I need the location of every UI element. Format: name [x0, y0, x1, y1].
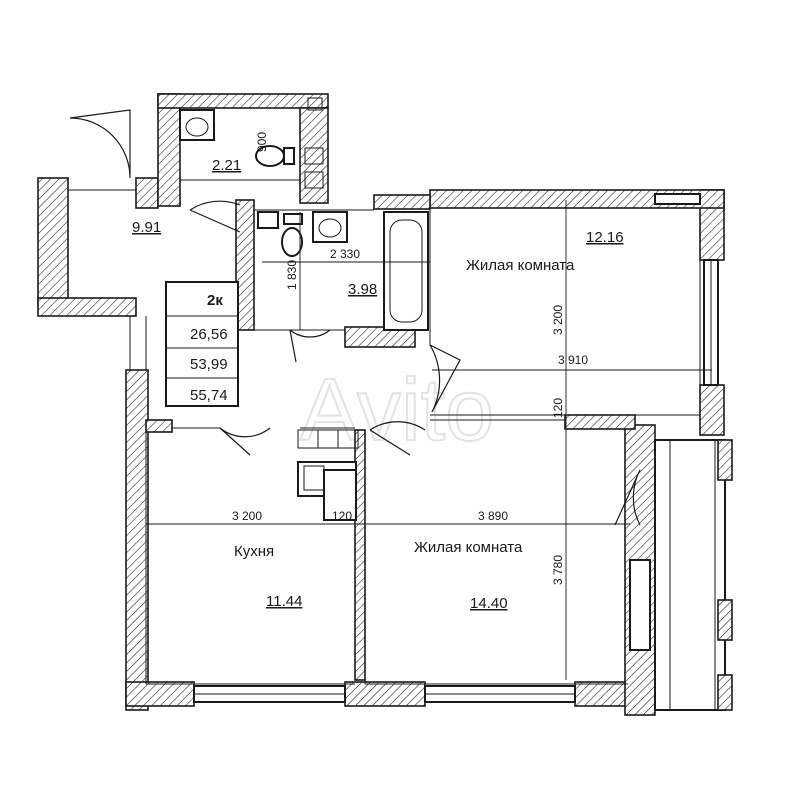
area-with-balcony-value: 55,74 [190, 387, 228, 404]
doors [69, 109, 641, 526]
summary-table: 2к 26,56 53,99 55,74 [165, 281, 239, 407]
watermark-text: Avito [300, 360, 494, 459]
kitchen-area: 11.44 [266, 593, 302, 610]
toilet-icon-bath [281, 227, 303, 257]
bathtub-icon [383, 211, 429, 331]
dim-bedroom-width: 3 910 [558, 353, 588, 367]
balcony-area: 9.91 [132, 219, 161, 236]
dim-partition: 120 [551, 398, 565, 418]
dimension-labels: 2 330 1 830 3 910 3 200 120 3 200 120 3 … [232, 132, 588, 585]
total-area-value: 53,99 [190, 356, 228, 373]
dim-living-width: 3 890 [478, 509, 508, 523]
interior-outlines [67, 179, 701, 685]
dim-living-height: 3 780 [551, 555, 565, 585]
bathroom-area: 3.98 [348, 281, 377, 298]
exterior-walls [37, 93, 733, 716]
room-labels: 9.91 2.21 3.98 Жилая комната 12.16 Кухня… [132, 157, 624, 612]
fixtures [179, 97, 429, 521]
dim-bath-width: 2 330 [330, 247, 360, 261]
apartment-type: 2к [207, 292, 223, 309]
dim-kitchen-width: 3 200 [232, 509, 262, 523]
bedroom-name: Жилая комната [466, 257, 575, 274]
living-area-value: 26,56 [190, 326, 228, 343]
kitchen-name: Кухня [234, 543, 274, 560]
living-name: Жилая комната [414, 539, 523, 556]
wc-area: 2.21 [212, 157, 241, 174]
dim-wc: 900 [255, 132, 269, 152]
dim-bath-height: 1 830 [285, 260, 299, 290]
dimension-lines [146, 200, 712, 680]
bedroom-area: 12.16 [586, 229, 624, 246]
dim-bedroom-height: 3 200 [551, 305, 565, 335]
dim-kitchen-partition: 120 [332, 509, 352, 523]
living-area: 14.40 [470, 595, 508, 612]
sink-icon [179, 109, 215, 141]
